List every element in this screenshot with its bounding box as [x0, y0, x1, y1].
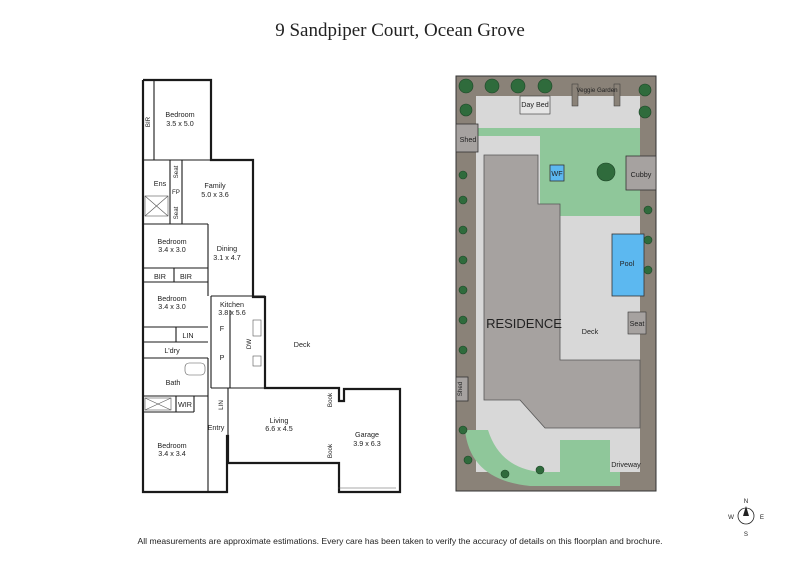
label-dw: DW — [246, 339, 253, 349]
label-ens: Ens — [154, 179, 167, 188]
label-bir-b: BIR — [180, 272, 192, 281]
site-day-bed: Day Bed — [521, 100, 549, 109]
label-lin1: LIN — [182, 331, 193, 340]
room-name-kitchen: Kitchen — [220, 300, 244, 309]
disclaimer: All measurements are approximate estimat… — [137, 536, 663, 546]
room-name-garage: Garage — [355, 430, 379, 439]
label-bir-a: BIR — [154, 272, 166, 281]
room-dims-bedroom3: 3.4 x 3.0 — [158, 302, 186, 311]
room-dims-dining: 3.1 x 4.7 — [213, 253, 241, 262]
room-dims-garage: 3.9 x 6.3 — [353, 439, 381, 448]
room-dims-bedroom1: 3.5 x 5.0 — [166, 119, 194, 128]
site-residence: RESIDENCE — [486, 316, 562, 331]
label-f: F — [220, 324, 225, 333]
room-name-bedroom4: Bedroom — [157, 441, 186, 450]
room-name-bedroom3: Bedroom — [157, 294, 186, 303]
label-wir: WIR — [178, 400, 192, 409]
room-dims-kitchen: 3.8 x 5.6 — [218, 308, 246, 317]
compass-w: W — [728, 514, 734, 521]
room-name-bedroom1: Bedroom — [165, 110, 194, 119]
site-driveway: Driveway — [611, 460, 641, 469]
room-dims-living: 6.6 x 4.5 — [265, 424, 293, 433]
label-bir-top: BIR — [145, 116, 152, 127]
site-deck: Deck — [582, 327, 599, 336]
label-deck: Deck — [294, 340, 311, 349]
room-dims-family: 5.0 x 3.6 — [201, 190, 229, 199]
site-shed2: Shed — [457, 381, 464, 396]
label-book2: Book — [327, 443, 334, 458]
site-seat: Seat — [630, 319, 645, 328]
room-name-bedroom2: Bedroom — [157, 237, 186, 246]
compass-s: S — [744, 531, 748, 538]
label-fp: FP — [172, 189, 180, 196]
label-book1: Book — [327, 392, 334, 407]
site-wf: WF — [551, 169, 563, 178]
label-bath: Bath — [166, 378, 181, 387]
label-lin2: LIN — [218, 400, 225, 410]
site-shed1: Shed — [460, 135, 477, 144]
room-dims-bedroom2: 3.4 x 3.0 — [158, 245, 186, 254]
page-title: 9 Sandpiper Court, Ocean Grove — [275, 20, 525, 41]
label-p: P — [220, 353, 225, 362]
label-seat1: Seat — [173, 165, 180, 178]
room-name-family: Family — [204, 181, 226, 190]
site-cubby: Cubby — [631, 170, 652, 179]
label-ldry: L'dry — [164, 346, 180, 355]
site-pool: Pool — [620, 259, 635, 268]
site-veggie: Veggie Garden — [576, 87, 618, 94]
compass-e: E — [760, 514, 764, 521]
room-name-dining: Dining — [217, 244, 237, 253]
label-seat2: Seat — [173, 206, 180, 219]
label-entry: Entry — [208, 423, 225, 432]
room-name-living: Living — [270, 416, 289, 425]
room-dims-bedroom4: 3.4 x 3.4 — [158, 449, 186, 458]
compass-n: N — [744, 498, 748, 505]
